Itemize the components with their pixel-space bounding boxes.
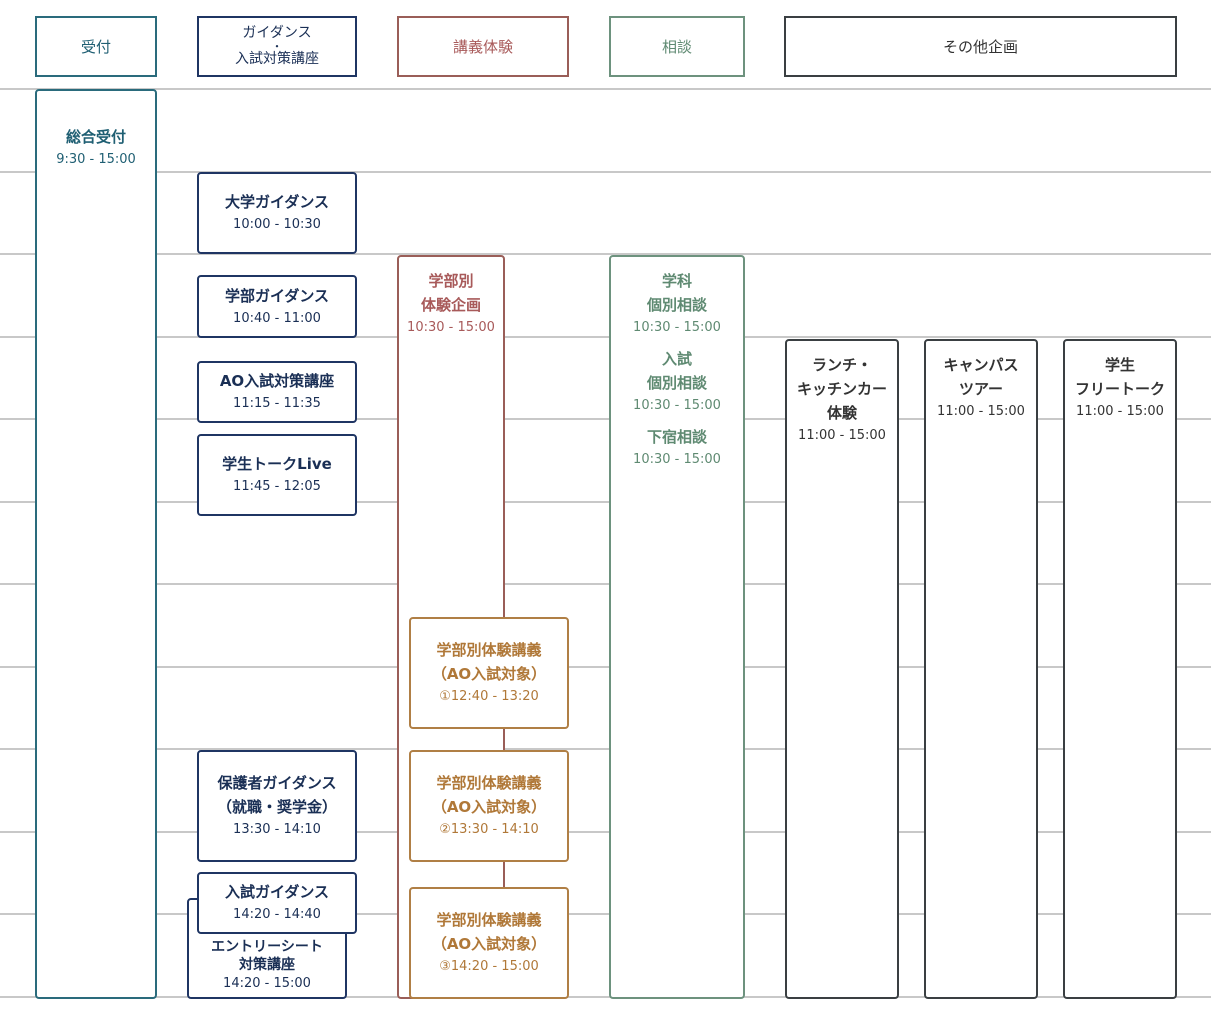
consultation-card[interactable]: 学科 個別相談 10:30 - 15:00 入試 個別相談 10:30 - 15…	[609, 255, 745, 999]
trial-lecture-1-card[interactable]: 学部別体験講義 （AO入試対象） ①12:40 - 13:20	[409, 617, 569, 729]
faculty-guidance-time: 10:40 - 11:00	[233, 310, 321, 326]
campus-tour-title: キャンパス	[943, 356, 1019, 374]
student-talk-live-card[interactable]: 学生トークLive 11:45 - 12:05	[197, 434, 357, 516]
entry-sheet-course-time: 14:20 - 15:00	[223, 976, 311, 991]
exam-consult-title: 入試	[661, 350, 692, 368]
exam-guidance-title: 入試ガイダンス	[224, 883, 330, 901]
header-other-label: その他企画	[942, 37, 1018, 56]
lunch-kitchen-car-subtitle2: 体験	[826, 404, 857, 422]
connector-line	[503, 862, 505, 888]
trial-lecture-2-title: 学部別体験講義	[436, 774, 542, 792]
grid-line	[0, 88, 1211, 90]
campus-tour-time: 11:00 - 15:00	[937, 404, 1025, 419]
trial-lecture-1-title: 学部別体験講義	[436, 641, 542, 659]
ao-prep-course-time: 11:15 - 11:35	[233, 396, 321, 411]
grid-line	[0, 336, 1211, 338]
header-reception-label: 受付	[80, 37, 111, 56]
student-free-talk-time: 11:00 - 15:00	[1076, 404, 1164, 419]
parent-guidance-time: 13:30 - 14:10	[233, 822, 321, 837]
grid-line	[0, 171, 1211, 173]
ao-prep-course-card[interactable]: AO入試対策講座 11:15 - 11:35	[197, 361, 357, 423]
grid-line	[0, 831, 1211, 833]
header-other: その他企画	[784, 16, 1177, 77]
trial-lecture-3-title: 学部別体験講義	[436, 911, 542, 929]
grid-line	[0, 583, 1211, 585]
connector-line	[503, 729, 505, 751]
exam-consult-time: 10:30 - 15:00	[633, 398, 721, 413]
header-reception: 受付	[35, 16, 157, 77]
general-reception-card[interactable]: 総合受付 9:30 - 15:00	[35, 89, 157, 999]
department-experience-title: 学部別	[428, 272, 474, 290]
header-lecture-label: 講義体験	[452, 37, 513, 56]
department-experience-time: 10:30 - 15:00	[407, 320, 495, 335]
header-guidance-line1: ガイダンス	[242, 25, 312, 41]
lunch-kitchen-car-title: ランチ・	[811, 356, 872, 374]
parent-guidance-subtitle: （就職・奨学金）	[216, 798, 337, 816]
faculty-guidance-title: 学部ガイダンス	[224, 286, 330, 305]
lunch-kitchen-car-subtitle: キッチンカー	[796, 380, 887, 398]
major-consult-subtitle: 個別相談	[646, 296, 707, 314]
lunch-kitchen-car-card[interactable]: ランチ・ キッチンカー 体験 11:00 - 15:00	[785, 339, 899, 999]
ao-prep-course-title: AO入試対策講座	[219, 372, 335, 390]
university-guidance-time: 10:00 - 10:30	[233, 217, 321, 232]
lodging-consult-time: 10:30 - 15:00	[633, 452, 721, 467]
grid-line	[0, 748, 1211, 750]
grid-line	[0, 913, 1211, 915]
exam-consult-subtitle: 個別相談	[646, 374, 707, 392]
trial-lecture-1-time: ①12:40 - 13:20	[439, 689, 539, 704]
campus-tour-card[interactable]: キャンパス ツアー 11:00 - 15:00	[924, 339, 1038, 999]
parent-guidance-card[interactable]: 保護者ガイダンス （就職・奨学金） 13:30 - 14:10	[197, 750, 357, 862]
grid-line	[0, 996, 1211, 998]
general-reception-time: 9:30 - 15:00	[56, 152, 136, 167]
header-consult-label: 相談	[661, 37, 692, 56]
lunch-kitchen-car-time: 11:00 - 15:00	[798, 428, 886, 443]
trial-lecture-3-subtitle: （AO入試対象）	[431, 935, 547, 953]
entry-sheet-course-subtitle: 対策講座	[239, 957, 295, 973]
student-free-talk-card[interactable]: 学生 フリートーク 11:00 - 15:00	[1063, 339, 1177, 999]
campus-tour-subtitle: ツアー	[958, 380, 1004, 398]
exam-guidance-time: 14:20 - 14:40	[233, 907, 321, 922]
student-free-talk-subtitle: フリートーク	[1074, 380, 1165, 398]
trial-lecture-3-card[interactable]: 学部別体験講義 （AO入試対象） ③14:20 - 15:00	[409, 887, 569, 999]
parent-guidance-title: 保護者ガイダンス	[217, 774, 337, 792]
grid-line	[0, 501, 1211, 503]
major-consult-title: 学科	[661, 272, 692, 290]
university-guidance-card[interactable]: 大学ガイダンス 10:00 - 10:30	[197, 172, 357, 254]
trial-lecture-1-subtitle: （AO入試対象）	[431, 665, 547, 683]
header-lecture: 講義体験	[397, 16, 569, 77]
trial-lecture-2-time: ②13:30 - 14:10	[439, 822, 539, 837]
faculty-guidance-card[interactable]: 学部ガイダンス 10:40 - 11:00	[197, 275, 357, 338]
major-consult-time: 10:30 - 15:00	[633, 320, 721, 335]
student-free-talk-title: 学生	[1104, 356, 1135, 374]
trial-lecture-3-time: ③14:20 - 15:00	[439, 959, 539, 974]
student-talk-live-time: 11:45 - 12:05	[233, 479, 321, 494]
university-guidance-title: 大学ガイダンス	[224, 193, 330, 211]
entry-sheet-course-title: エントリーシート	[211, 939, 323, 955]
grid-line	[0, 666, 1211, 668]
trial-lecture-2-subtitle: （AO入試対象）	[431, 798, 547, 816]
department-experience-subtitle: 体験企画	[420, 296, 481, 314]
lodging-consult-title: 下宿相談	[646, 428, 707, 446]
student-talk-live-title: 学生トークLive	[222, 455, 332, 473]
header-consult: 相談	[609, 16, 745, 77]
grid-line	[0, 418, 1211, 420]
grid-line	[0, 253, 1211, 255]
trial-lecture-2-card[interactable]: 学部別体験講義 （AO入試対象） ②13:30 - 14:10	[409, 750, 569, 862]
general-reception-title: 総合受付	[65, 128, 126, 146]
header-guidance-line2: 入試対策講座	[235, 51, 319, 67]
header-guidance-dot: ・	[271, 40, 283, 53]
header-guidance: ガイダンス ・ 入試対策講座	[197, 16, 357, 77]
exam-guidance-card[interactable]: 入試ガイダンス 14:20 - 14:40	[197, 872, 357, 934]
